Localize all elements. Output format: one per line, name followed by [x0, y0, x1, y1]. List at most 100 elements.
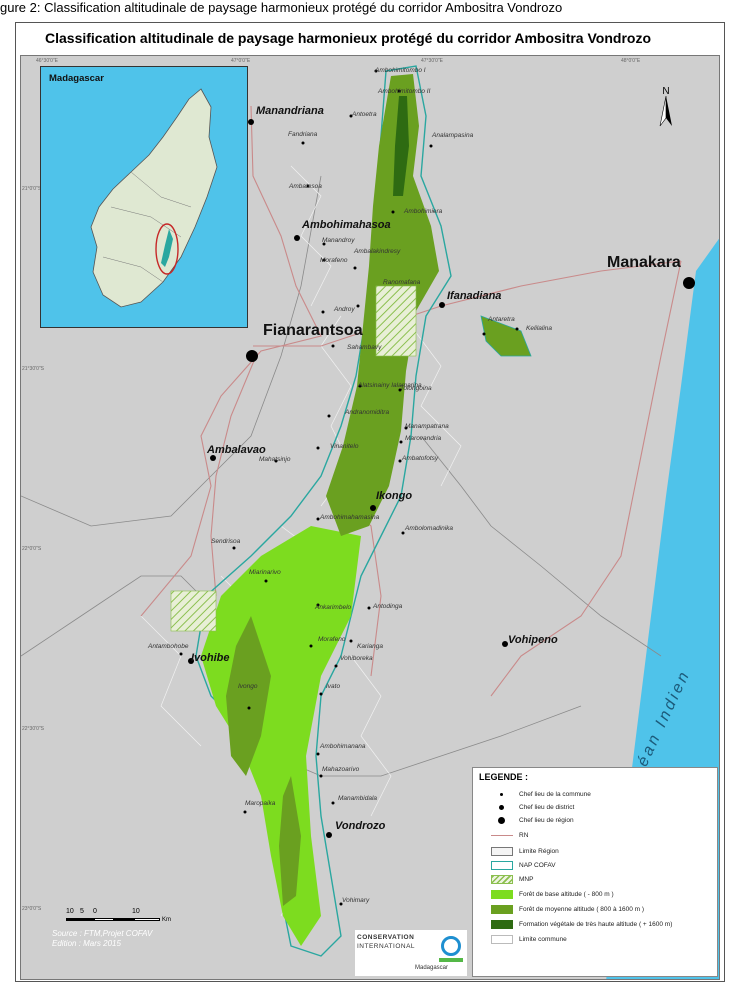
forest-mid-swatch-icon [491, 905, 513, 914]
legend-label: Limite Région [519, 848, 559, 855]
label-commune: Karianga [357, 643, 384, 650]
legend-item-rn: RN [473, 830, 719, 842]
legend-item-district: Chef lieu de district [473, 802, 719, 814]
label-commune: Ambohimiera [404, 208, 443, 215]
label-manakara: Manakara [607, 254, 681, 271]
legend-label: Limite commune [519, 936, 567, 943]
label-commune: Tolongoina [400, 385, 432, 392]
forest-low-altitude [201, 526, 361, 946]
region-boundaries [21, 175, 662, 777]
label-commune: Ivato [326, 683, 341, 690]
logo-line3: Madagascar [415, 965, 449, 971]
grid-tick-top-3: 48°0'0"E [621, 58, 641, 64]
map-title: Classification altitudinale de paysage h… [45, 30, 651, 46]
legend-item-forest-high: Formation végétale de très haute altitud… [473, 919, 719, 931]
label-ikongo: Ikongo [376, 490, 413, 502]
grid-tick-left-4: 23°0'0"S [22, 906, 42, 912]
conservation-international-logo: CONSERVATION INTERNATIONAL Madagascar [355, 930, 467, 976]
legend-label: Chef lieu de district [519, 804, 575, 811]
map-legend: LEGENDE : Chef lieu de la commune Chef l… [472, 767, 718, 977]
label-commune: Manambidala [338, 795, 378, 802]
logo-ring-icon [441, 936, 461, 956]
legend-label: RN [519, 832, 529, 839]
figure-caption: gure 2: Classification altitudinale de p… [0, 0, 563, 15]
district-points [188, 119, 508, 838]
label-ambalavao: Ambalavao [207, 444, 266, 456]
label-commune: Vohiboreka [340, 655, 373, 662]
label-commune: Antambohobe [148, 643, 189, 650]
inset-title: Madagascar [49, 73, 104, 84]
commune-dot-icon [500, 793, 503, 796]
grid-tick-left-0: 21°0'0"S [22, 186, 42, 192]
mnp-hatch-icon [491, 875, 513, 884]
label-commune: Manampatrana [405, 423, 449, 430]
legend-item-commune: Chef lieu de la commune [473, 789, 719, 801]
label-commune: Ranomafana [383, 279, 421, 286]
label-commune: Alatsinainy Ialamarina [358, 382, 422, 389]
label-commune: Antoetra [352, 111, 377, 118]
scale-tick: 10 [132, 908, 140, 915]
forest-mid-south [226, 616, 271, 776]
region-box-icon [491, 847, 513, 856]
edition-line: Edition : Mars 2015 [52, 939, 121, 948]
legend-label: Chef lieu de la commune [519, 791, 591, 798]
legend-item-nap-cofav: NAP COFAV [473, 860, 719, 872]
grid-tick-left-3: 22°30'0"S [22, 726, 44, 732]
grid-tick-top-2: 47°30'0"E [421, 58, 443, 64]
label-commune: Morafeno [318, 636, 346, 643]
label-commune: Ambohimahamasina [320, 514, 380, 521]
inset-corridor [161, 229, 173, 267]
grid-tick-left-1: 21°30'0"S [22, 366, 44, 372]
forest-high-swatch-icon [491, 920, 513, 929]
label-commune: Ambalakindresy [354, 248, 401, 255]
forest-east-fragment [480, 315, 532, 357]
forest-high-altitude [393, 96, 409, 196]
madagascar-island [90, 88, 218, 308]
scale-tick: 10 [66, 908, 74, 915]
label-commune: Ambatofotsy [402, 455, 439, 462]
legend-label: MNP [519, 876, 534, 883]
label-ivohibe: Ivohibe [191, 652, 230, 664]
legend-title: LEGENDE : [479, 772, 529, 782]
label-commune: Mahatsinjo [259, 456, 291, 463]
label-commune: Andranomiditra [345, 409, 390, 416]
legend-item-limite-commune: Limite commune [473, 934, 719, 946]
grid-tick-top-1: 47°0'0"E [231, 58, 251, 64]
legend-item-forest-low: Forêt de base altitude ( - 800 m ) [473, 889, 719, 901]
forest-mid-south2 [279, 776, 301, 906]
district-dot-icon [499, 805, 504, 810]
label-commune: Ambolomadinika [405, 525, 454, 532]
source-line: Source : FTM,Projet COFAV [52, 929, 153, 938]
label-commune: Ambohimitombo II [378, 88, 431, 95]
scale-bar: 10 5 0 10 Km [66, 908, 171, 928]
label-vohipeno: Vohipeno [508, 634, 558, 646]
label-commune: Morafeno [320, 257, 348, 264]
label-ambohimahasoa: Ambohimahasoa [302, 219, 391, 231]
scale-tick: 5 [80, 908, 84, 915]
label-commune: Antaretra [488, 316, 515, 323]
label-commune: Ambatosoa [289, 183, 322, 190]
label-commune: Androy [334, 306, 355, 313]
label-commune: Sendrisoa [211, 538, 241, 545]
label-commune: Ivongo [238, 683, 258, 690]
region-dot-icon [498, 817, 505, 824]
legend-item-forest-mid: Forêt de moyenne altitude ( 800 à 1600 m… [473, 904, 719, 916]
grid-tick-top-0: 46°30'0"E [36, 58, 58, 64]
label-commune: Analampasina [432, 132, 474, 139]
source-note: Source : FTM,Projet COFAV Edition : Mars… [52, 929, 152, 949]
road-line-icon [491, 835, 513, 836]
label-manandriana: Manandriana [256, 105, 324, 117]
logo-line2: INTERNATIONAL [357, 943, 416, 950]
legend-item-mnp: MNP [473, 874, 719, 886]
grid-tick-left-2: 22°0'0"S [22, 546, 42, 552]
label-commune: Ambohimitombo I [375, 67, 426, 74]
label-commune: Maropaika [245, 800, 276, 807]
label-ifanadiana: Ifanadiana [447, 290, 502, 302]
nap-cofav-outline [195, 65, 452, 957]
label-commune: Kelilalina [526, 325, 553, 332]
legend-label: Forêt de moyenne altitude ( 800 à 1600 m… [519, 906, 645, 913]
north-label: N [662, 86, 669, 97]
logo-line1: CONSERVATION [357, 934, 415, 941]
inset-map-madagascar[interactable]: Madagascar [40, 66, 248, 328]
label-commune: Fandriana [288, 131, 318, 138]
